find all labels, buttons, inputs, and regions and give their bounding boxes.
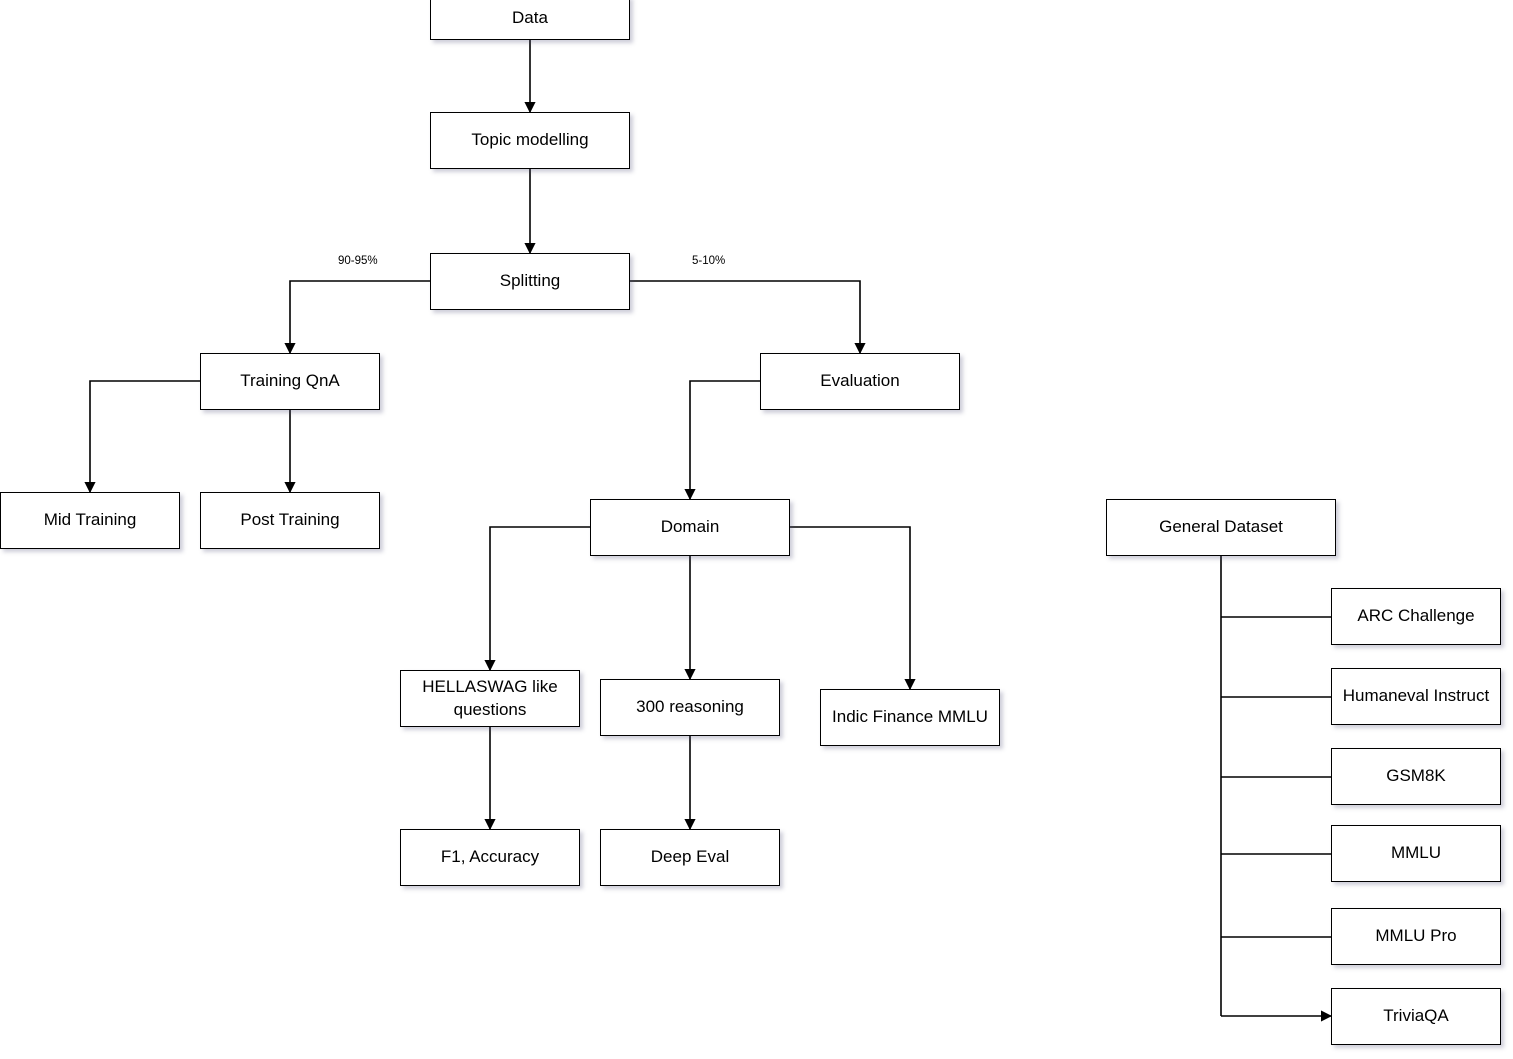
edge-domain-to-indic-finance-mmlu (790, 526, 916, 691)
node-hellaswag[interactable]: HELLASWAG like questions (400, 670, 580, 727)
node-300-reasoning[interactable]: 300 reasoning (600, 679, 780, 736)
node-indic-finance-mmlu-label: Indic Finance MMLU (832, 707, 988, 727)
node-arc-challenge-label: ARC Challenge (1357, 606, 1475, 626)
node-post-training[interactable]: Post Training (200, 492, 380, 549)
edge-evaluation-to-domain (684, 380, 760, 501)
node-mid-training-label: Mid Training (43, 510, 137, 530)
node-topic-modelling[interactable]: Topic modelling (430, 112, 630, 169)
node-deep-eval[interactable]: Deep Eval (600, 829, 780, 886)
node-300-reasoning-label: 300 reasoning (636, 697, 744, 717)
edge-label-eval-split: 5-10% (692, 255, 726, 267)
node-post-training-label: Post Training (240, 510, 340, 530)
node-humaneval-instruct-label: Humaneval Instruct (1342, 686, 1490, 706)
node-gsm8k-label: GSM8K (1386, 766, 1446, 786)
node-domain[interactable]: Domain (590, 499, 790, 556)
node-mmlu-pro[interactable]: MMLU Pro (1331, 908, 1501, 965)
node-indic-finance-mmlu[interactable]: Indic Finance MMLU (820, 689, 1000, 746)
node-training-qna-label: Training QnA (240, 371, 340, 391)
node-evaluation[interactable]: Evaluation (760, 353, 960, 410)
node-gsm8k[interactable]: GSM8K (1331, 748, 1501, 805)
node-evaluation-label: Evaluation (820, 371, 900, 391)
node-splitting-label: Splitting (499, 271, 561, 291)
node-hellaswag-label: HELLASWAG like questions (422, 676, 558, 719)
node-mmlu-pro-label: MMLU Pro (1375, 926, 1457, 946)
edge-training-qna-to-mid-training (84, 380, 200, 494)
node-general-dataset-label: General Dataset (1159, 517, 1283, 537)
node-triviaqa-label: TriviaQA (1383, 1006, 1449, 1026)
node-splitting[interactable]: Splitting (430, 253, 630, 310)
node-arc-challenge[interactable]: ARC Challenge (1331, 588, 1501, 645)
edge-label-train-split: 90-95% (338, 255, 378, 267)
node-f1-accuracy-label: F1, Accuracy (440, 847, 540, 867)
node-training-qna[interactable]: Training QnA (200, 353, 380, 410)
edge-splitting-to-training-qna (284, 280, 430, 355)
node-domain-label: Domain (660, 517, 720, 537)
edge-domain-to-hellaswag (484, 526, 590, 672)
node-data-label: Data (512, 7, 548, 27)
node-mmlu-label: MMLU (1390, 843, 1442, 863)
node-mid-training[interactable]: Mid Training (0, 492, 180, 549)
node-topic-modelling-label: Topic modelling (471, 130, 589, 150)
node-data[interactable]: Data (430, 0, 630, 40)
node-f1-accuracy[interactable]: F1, Accuracy (400, 829, 580, 886)
node-humaneval-instruct[interactable]: Humaneval Instruct (1331, 668, 1501, 725)
node-deep-eval-label: Deep Eval (650, 847, 730, 867)
edge-splitting-to-evaluation (630, 280, 866, 355)
node-triviaqa[interactable]: TriviaQA (1331, 988, 1501, 1045)
node-mmlu[interactable]: MMLU (1331, 825, 1501, 882)
node-general-dataset[interactable]: General Dataset (1106, 499, 1336, 556)
